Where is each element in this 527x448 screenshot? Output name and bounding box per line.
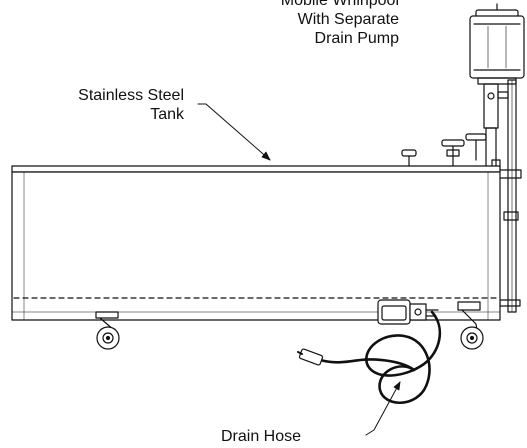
drain-hose-label-text: Drain Hose — [221, 428, 302, 445]
tank-leader-line — [197, 103, 271, 161]
drain-hose-leader-line — [365, 381, 401, 436]
whirlpool-motor — [469, 3, 525, 85]
caster-right — [457, 301, 484, 350]
tank-label-line2: Tank — [150, 106, 184, 123]
stainless-steel-tank — [11, 165, 501, 321]
tank-label: Stainless Steel Tank — [78, 86, 184, 124]
drain-hose-label: Drain Hose — [221, 427, 301, 446]
control-knobs — [401, 133, 487, 167]
whirlpool-label-line1: Mobile Whirlpool — [280, 0, 399, 9]
drain-hose-nozzle — [297, 348, 324, 366]
tank-leader-arrow — [261, 151, 271, 161]
whirlpool-label-line2: With Separate — [297, 11, 399, 28]
caster-left — [95, 311, 120, 350]
drain-hose — [318, 310, 442, 404]
tank-label-line1: Stainless Steel — [78, 87, 184, 104]
drain-hose-leader-arrow — [393, 381, 401, 391]
whirlpool-label: Mobile Whirlpool With Separate Drain Pum… — [281, 0, 399, 48]
drain-pump — [377, 299, 439, 325]
whirlpool-label-line3: Drain Pump — [314, 30, 399, 47]
